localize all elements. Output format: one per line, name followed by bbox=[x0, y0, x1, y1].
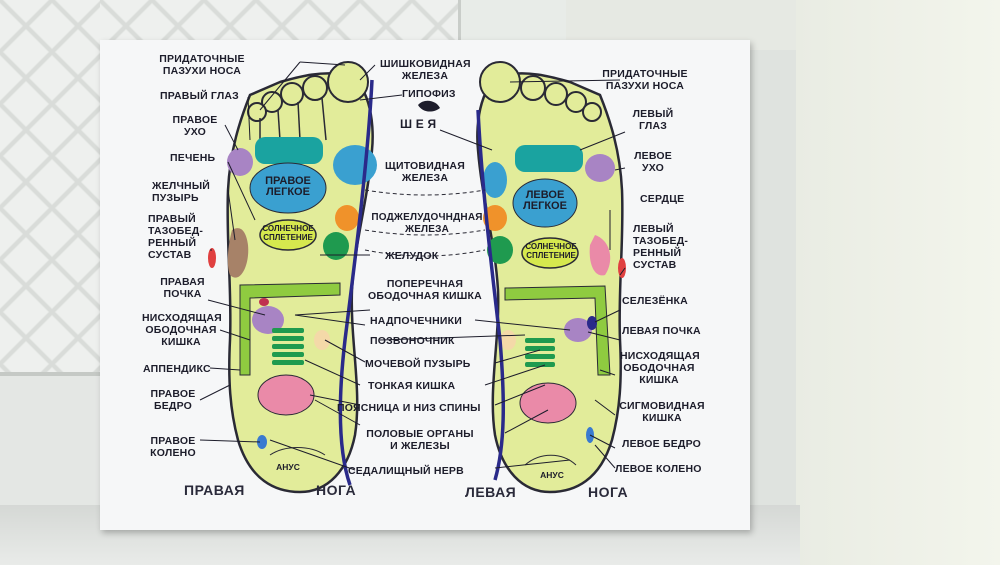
label-heart: СЕРДЦЕ bbox=[640, 193, 685, 205]
label-spine: ПОЗВОНОЧНИК bbox=[370, 335, 455, 347]
label-spleen: СЕЛЕЗЁНКА bbox=[622, 295, 688, 307]
label-left-anus: АНУС bbox=[540, 470, 564, 480]
label-left-knee: ЛЕВОЕ КОЛЕНО bbox=[615, 463, 702, 475]
caption-left-2: НОГА bbox=[588, 484, 629, 500]
reflexology-poster: ШИШКОВИДНАЯ ЖЕЛЕЗА ГИПОФИЗ Ш Е Я ЩИТОВИД… bbox=[100, 40, 750, 530]
label-appendix: АППЕНДИКС bbox=[143, 363, 211, 375]
label-left-lung: ЛЕВОЕ ЛЕГКОЕ bbox=[523, 189, 567, 212]
feet-illustration bbox=[199, 61, 626, 494]
label-genitals: ПОЛОВЫЕ ОРГАНЫ И ЖЕЛЕЗЫ bbox=[366, 428, 474, 452]
label-left-ear: ЛЕВОЕ УХО bbox=[634, 150, 672, 174]
label-pituitary: ГИПОФИЗ bbox=[402, 88, 456, 100]
frosted-window-top bbox=[100, 0, 460, 44]
label-right-solar-plexus: СОЛНЕЧНОЕ СПЛЕТЕНИЕ bbox=[262, 224, 314, 242]
label-sigmoid-colon: СИГМОВИДНАЯ КИШКА bbox=[619, 400, 705, 424]
label-gallbladder: ЖЕЛЧНЫЙ ПУЗЫРЬ bbox=[152, 180, 211, 204]
window-sill bbox=[0, 372, 100, 516]
wall-right bbox=[796, 0, 1000, 565]
label-lumbar: ПОЯСНИЦА И НИЗ СПИНЫ bbox=[337, 402, 481, 414]
label-right-lung: ПРАВОЕ ЛЕГКОЕ bbox=[265, 175, 311, 198]
caption-right-2: НОГА bbox=[316, 482, 357, 498]
label-sciatic: СЕДАЛИЩНЫЙ НЕРВ bbox=[348, 465, 464, 477]
label-left-kidney: ЛЕВАЯ ПОЧКА bbox=[622, 325, 701, 337]
leader-lines bbox=[199, 61, 626, 471]
label-right-eye: ПРАВЫЙ ГЛАЗ bbox=[160, 90, 239, 102]
left-spine-line bbox=[476, 109, 506, 481]
label-left-hip: ЛЕВЫЙ ТАЗОБЕД- РЕННЫЙ СУСТАВ bbox=[633, 223, 689, 271]
label-right-sinuses: ПРИДАТОЧНЫЕ ПАЗУХИ НОСА bbox=[159, 53, 245, 77]
label-pineal: ШИШКОВИДНАЯ ЖЕЛЕЗА bbox=[380, 58, 471, 82]
label-pancreas: ПОДЖЕЛУДОЧНДНАЯ ЖЕЛЕЗА bbox=[371, 212, 483, 235]
label-right-hip: ПРАВЫЙ ТАЗОБЕД- РЕННЫЙ СУСТАВ bbox=[148, 213, 204, 261]
label-liver: ПЕЧЕНЬ bbox=[170, 152, 216, 164]
pituitary-mark bbox=[418, 100, 440, 112]
label-adrenals: НАДПОЧЕЧНИКИ bbox=[370, 315, 462, 327]
label-right-desc-colon: НИСХОДЯЩАЯ ОБОДОЧНАЯ КИШКА bbox=[142, 312, 222, 348]
label-left-solar-plexus: СОЛНЕЧНОЕ СПЛЕТЕНИЕ bbox=[525, 242, 577, 260]
label-bladder: МОЧЕВОЙ ПУЗЫРЬ bbox=[365, 358, 471, 370]
label-left-desc-colon: НИСХОДЯЩАЯ ОБОДОЧНАЯ КИШКА bbox=[620, 350, 700, 386]
label-left-eye: ЛЕВЫЙ ГЛАЗ bbox=[632, 108, 674, 132]
label-right-anus: АНУС bbox=[276, 462, 300, 472]
label-stomach: ЖЕЛУДОК bbox=[385, 250, 439, 262]
label-right-ear: ПРАВОЕ УХО bbox=[172, 114, 218, 138]
label-right-kidney: ПРАВАЯ ПОЧКА bbox=[160, 276, 205, 300]
label-left-thigh: ЛЕВОЕ БЕДРО bbox=[622, 438, 702, 450]
caption-right-1: ПРАВАЯ bbox=[184, 482, 245, 498]
label-transverse-colon: ПОПЕРЕЧНАЯ ОБОДОЧНАЯ КИШКА bbox=[368, 278, 482, 302]
label-small-intestine: ТОНКАЯ КИШКА bbox=[368, 380, 456, 392]
caption-left-1: ЛЕВАЯ bbox=[465, 484, 517, 500]
right-spine-line bbox=[338, 79, 374, 486]
centre-dividers bbox=[364, 189, 486, 257]
label-right-knee: ПРАВОЕ КОЛЕНО bbox=[150, 435, 196, 459]
left-foot bbox=[476, 61, 626, 494]
label-neck: Ш Е Я bbox=[400, 117, 437, 131]
label-thyroid: ЩИТОВИДНАЯ ЖЕЛЕЗА bbox=[385, 160, 465, 184]
label-left-sinuses: ПРИДАТОЧНЫЕ ПАЗУХИ НОСА bbox=[602, 68, 688, 92]
frosted-window bbox=[0, 0, 100, 372]
label-right-thigh: ПРАВОЕ БЕДРО bbox=[150, 388, 196, 412]
